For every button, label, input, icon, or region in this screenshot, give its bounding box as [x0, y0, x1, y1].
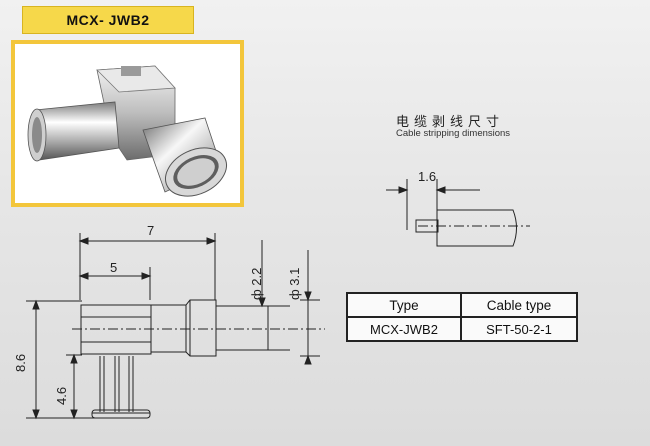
dim-total-height: 8.6	[13, 354, 28, 372]
cell-type: MCX-JWB2	[346, 316, 462, 342]
stripping-dimension: 1.6	[418, 169, 436, 184]
header-cable-type: Cable type	[460, 292, 578, 318]
dim-inner-dia: ф 2.2	[249, 268, 264, 300]
header-type: Type	[346, 292, 462, 318]
dim-body-length: 5	[110, 260, 117, 275]
spec-table-header: Type Cable type	[346, 292, 578, 318]
product-title-box: MCX- JWB2	[22, 6, 194, 34]
dim-overall-length: 7	[147, 223, 154, 238]
dim-outer-dia: ф 3.1	[287, 268, 302, 300]
stripping-label-en: Cable stripping dimensions	[396, 128, 511, 139]
product-title: MCX- JWB2	[66, 12, 150, 28]
table-row: MCX-JWB2 SFT-50-2-1	[346, 316, 578, 342]
dim-pin-height: 4.6	[54, 387, 69, 405]
cell-cable-type: SFT-50-2-1	[460, 316, 578, 342]
connector-illustration	[27, 65, 227, 197]
stripping-label-cn: 电缆剥线尺寸	[396, 115, 505, 130]
spec-table: Type Cable type MCX-JWB2 SFT-50-2-1	[346, 292, 578, 342]
stripping-sketch	[386, 179, 530, 247]
connector-drawing	[26, 233, 325, 420]
product-photo	[15, 44, 240, 203]
product-photo-frame	[11, 40, 244, 207]
